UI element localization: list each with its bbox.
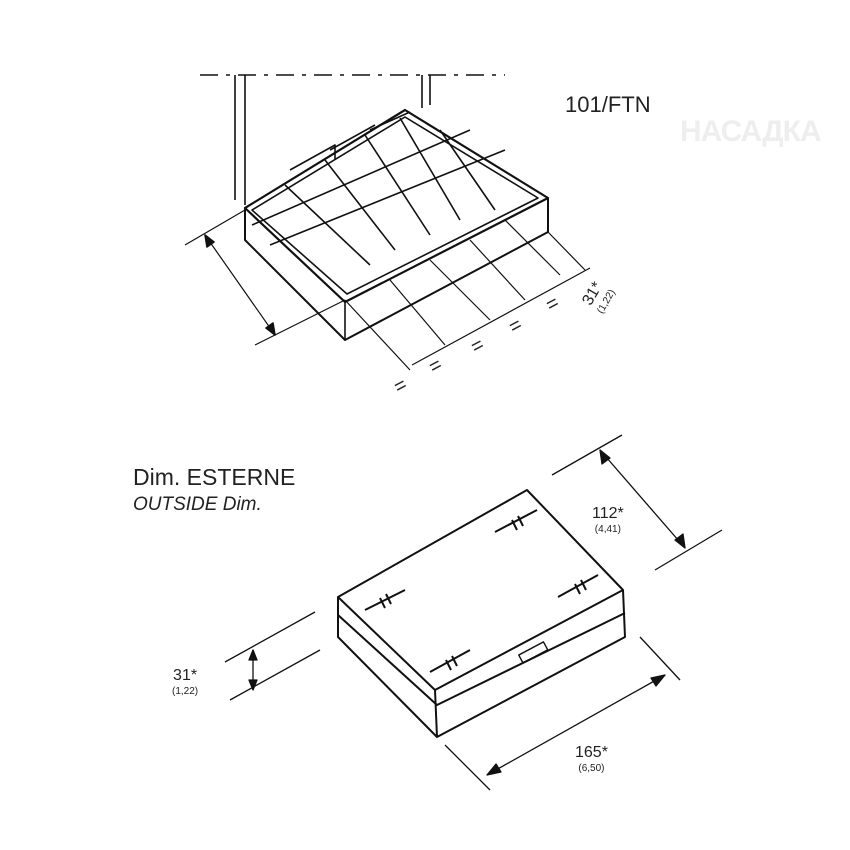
- heading-subtitle: OUTSIDE Dim.: [133, 494, 262, 515]
- length-dim: 165* (6,50): [575, 745, 608, 777]
- dim-inches: (1,22): [172, 686, 199, 697]
- dim-value: 112*: [592, 505, 624, 522]
- dim-inches: (4,41): [594, 524, 621, 535]
- lid: [234, 75, 431, 205]
- dim-value: 165*: [575, 744, 608, 761]
- dim-inches: (6,50): [578, 763, 605, 774]
- height-dim: 31* (1,22): [172, 668, 198, 700]
- closed-box-drawing: [224, 434, 723, 791]
- dim-value: 31*: [173, 667, 198, 684]
- model-label: 101/FTN: [565, 92, 651, 117]
- dividers: [284, 117, 496, 266]
- heading-title: Dim. ESTERNE: [133, 464, 296, 490]
- depth-dim: 112* (4,41): [592, 506, 624, 538]
- open-box-drawing: [184, 74, 591, 371]
- tray-rim: [243, 108, 550, 304]
- watermark-logo: НАСАДКА: [680, 115, 822, 148]
